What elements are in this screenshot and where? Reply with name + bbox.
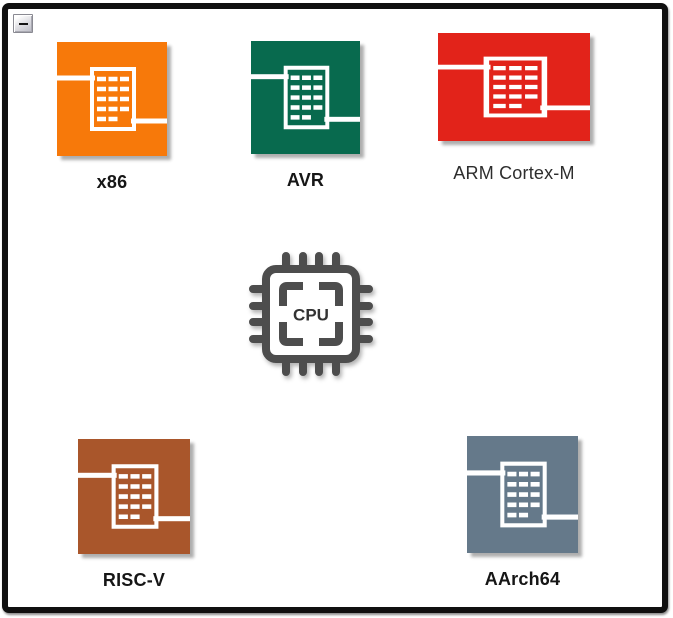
arch-node-aarch64[interactable]: AArch64	[467, 436, 578, 590]
node-label: x86	[96, 172, 128, 192]
registers-icon	[467, 436, 578, 553]
registers-icon	[57, 42, 167, 156]
node-label: AVR	[286, 170, 325, 190]
node-box	[78, 439, 190, 554]
cpu-body	[262, 265, 360, 363]
cpu-pins	[249, 252, 373, 376]
cpu-corner-brackets	[279, 282, 343, 346]
arch-node-x86[interactable]: x86	[57, 42, 167, 193]
node-label: AArch64	[484, 569, 561, 589]
registers-icon	[438, 33, 590, 141]
node-label: RISC-V	[102, 570, 166, 590]
registers-icon	[78, 439, 190, 554]
registers-icon	[251, 41, 360, 154]
diagram-canvas: x86 AVR ARM Cortex-M RISC-V	[2, 3, 668, 613]
cpu-label: CPU	[293, 306, 329, 325]
node-box	[251, 41, 360, 154]
minus-icon	[18, 22, 28, 25]
arch-node-risc-v[interactable]: RISC-V	[78, 439, 190, 591]
collapse-button[interactable]	[13, 14, 33, 33]
node-box	[438, 33, 590, 141]
node-label: ARM Cortex-M	[453, 163, 575, 183]
arch-node-avr[interactable]: AVR	[251, 41, 360, 191]
cpu-chip-icon[interactable]: CPU	[241, 244, 381, 384]
node-box	[57, 42, 167, 156]
node-box	[467, 436, 578, 553]
arch-node-arm-cortex-m[interactable]: ARM Cortex-M	[438, 33, 590, 184]
